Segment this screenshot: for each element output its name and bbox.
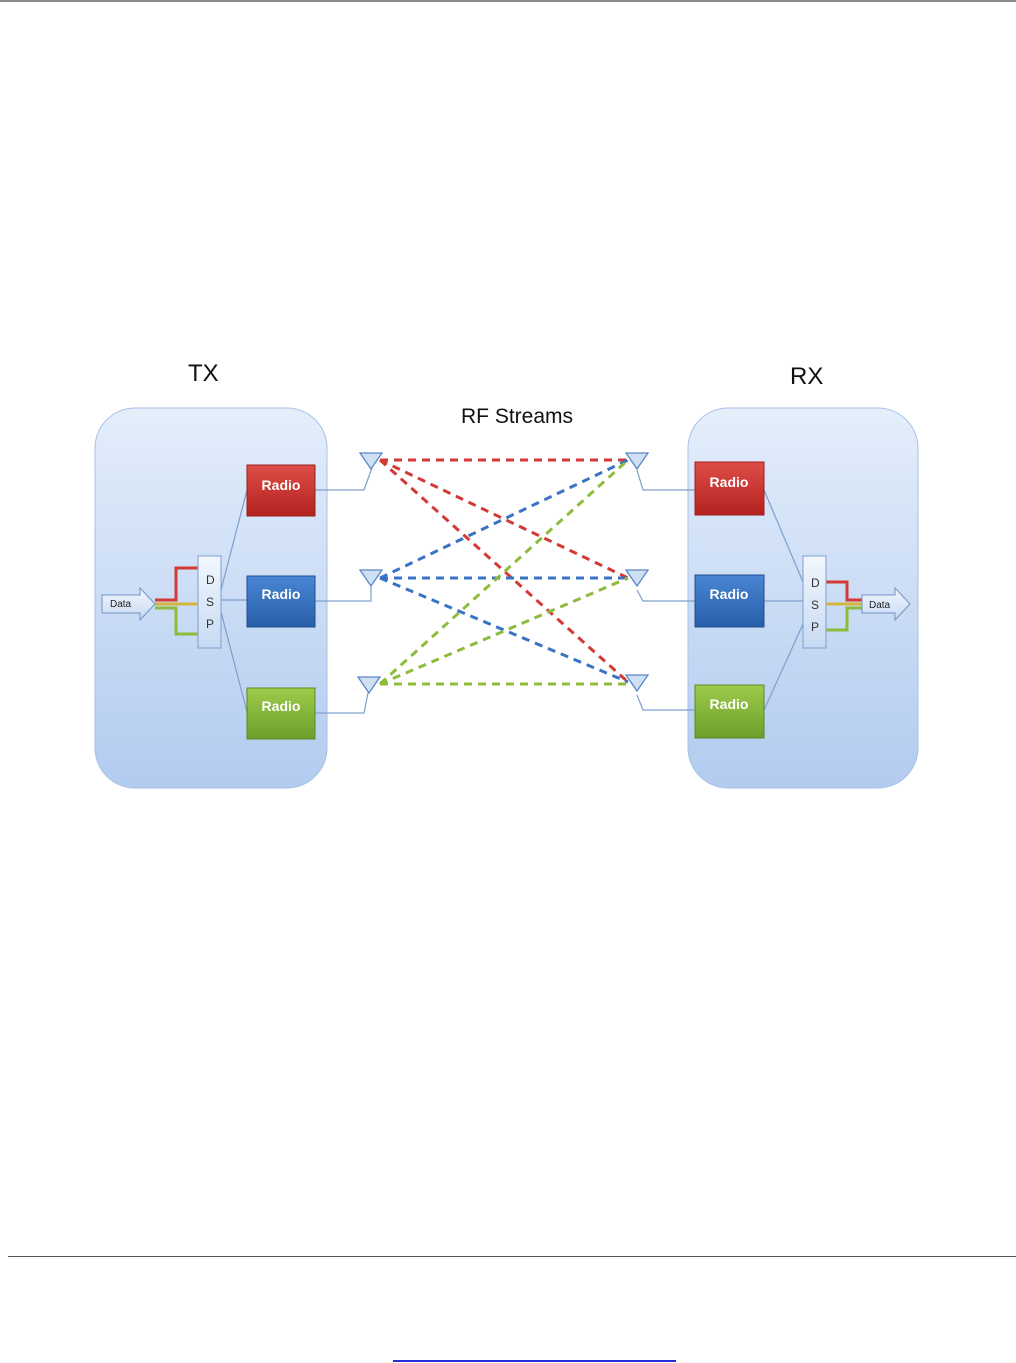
antenna-icon [626, 675, 648, 691]
rx-radio-red-label: Radio [710, 474, 749, 490]
rf-streams-label: RF Streams [461, 405, 573, 428]
tx-dsp-letter-p: P [206, 617, 214, 631]
tx-radio-blue-label: Radio [262, 586, 301, 602]
antenna-icon [360, 453, 382, 469]
tx-antenna-icons [358, 453, 382, 693]
tx-radio-green-label: Radio [262, 698, 301, 714]
tx-dsp-letter-s: S [206, 595, 214, 609]
rx-antenna-icons [626, 453, 648, 691]
footer-link-underline[interactable] [393, 1360, 676, 1362]
antenna-icon [626, 570, 648, 586]
rx-label: RX [790, 363, 823, 390]
tx-radio-red-label: Radio [262, 477, 301, 493]
rx-radio-green-label: Radio [710, 696, 749, 712]
antenna-icon [360, 570, 382, 586]
tx-dsp-letter-d: D [206, 573, 215, 587]
page-bottom-rule [8, 1256, 1016, 1257]
antenna-icon [358, 677, 380, 693]
rx-dsp-letter-d: D [811, 576, 820, 590]
rx-dsp-letter-s: S [811, 598, 819, 612]
antenna-icon [626, 453, 648, 469]
tx-label: TX [188, 360, 219, 387]
data-out-label: Data [869, 600, 891, 611]
rx-radio-blue-label: Radio [710, 586, 749, 602]
data-in-label: Data [110, 599, 132, 610]
stream-red-2 [380, 460, 628, 578]
stream-blue-1 [380, 460, 628, 578]
rx-dsp-letter-p: P [811, 620, 819, 634]
stream-green-2 [380, 578, 628, 684]
rf-streams [380, 460, 628, 684]
